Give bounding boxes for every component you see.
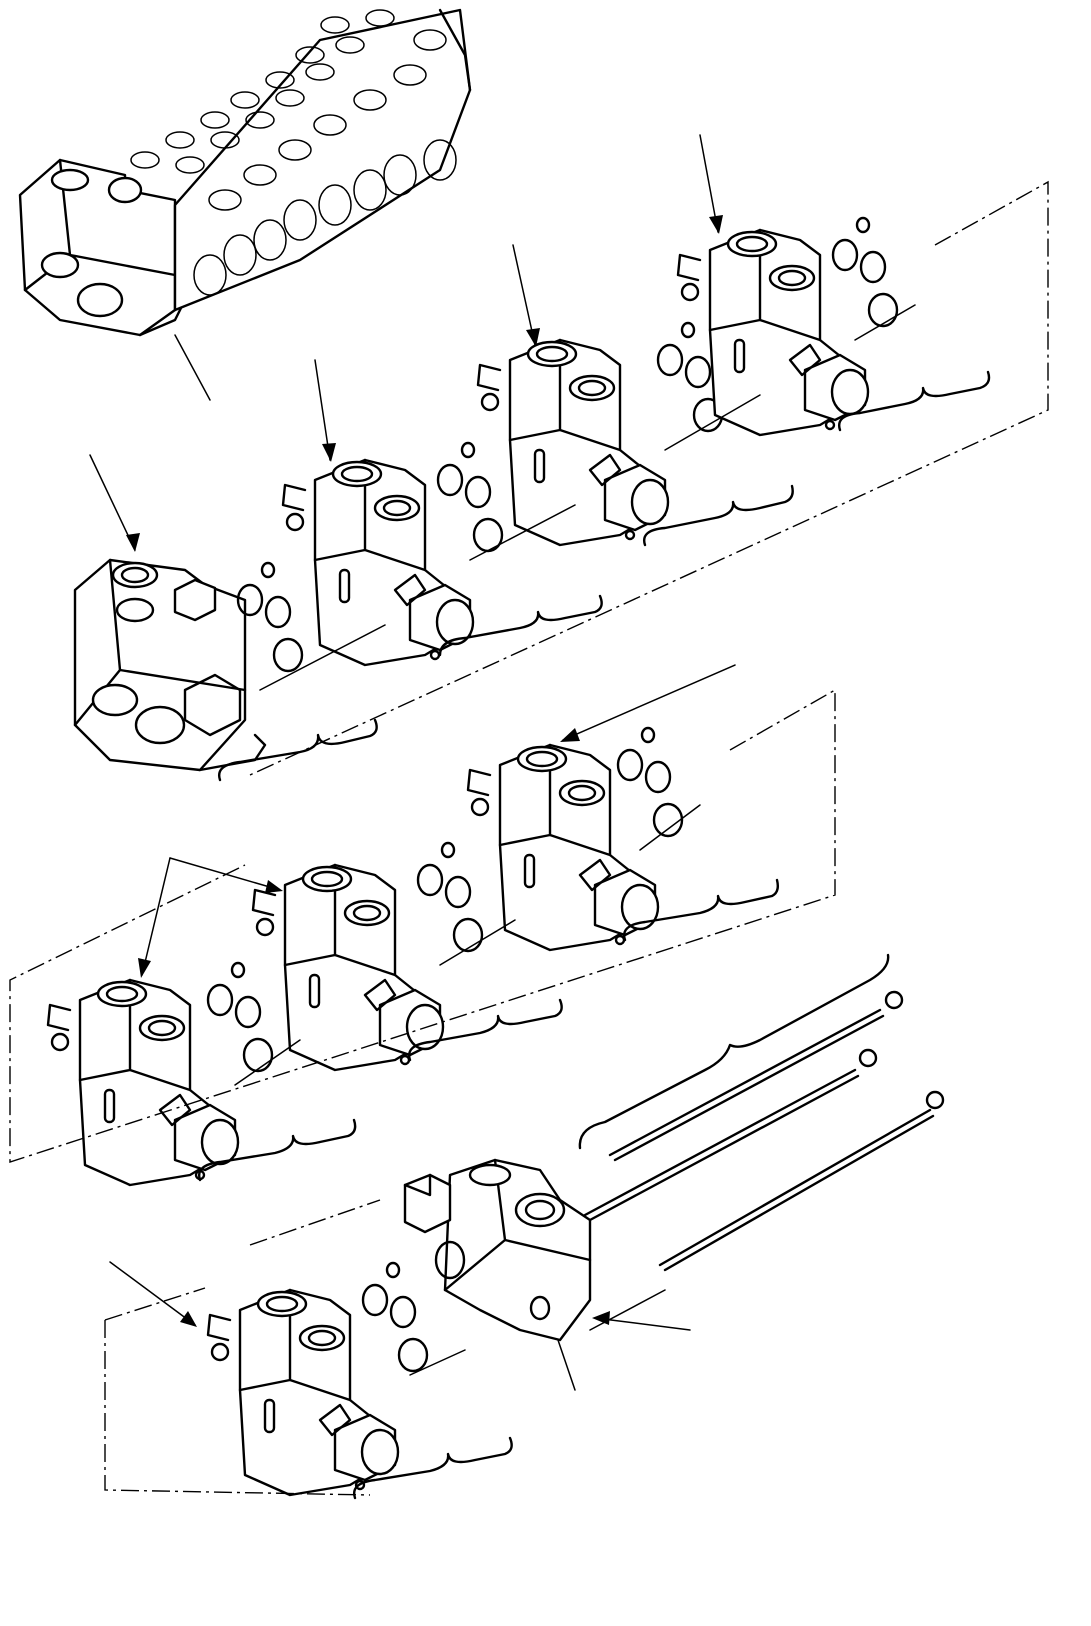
leader-arrows (89, 134, 736, 1391)
spool-section-7 (206, 1288, 400, 1497)
spool-section-3 (676, 228, 870, 437)
inlet-seals (236, 561, 304, 673)
assembly-center-lines (9, 180, 1049, 1496)
seals-5 (416, 841, 484, 953)
brackets (198, 370, 991, 1500)
outlet-section (403, 1158, 592, 1342)
spool-section-2 (476, 338, 670, 547)
seals-1 (436, 441, 504, 553)
spool-section-5 (251, 863, 445, 1072)
spool-section-4 (466, 743, 660, 952)
seals-3 (831, 216, 899, 328)
seals-4 (616, 726, 684, 838)
spool-section-1 (281, 458, 475, 667)
tie-rods (583, 990, 945, 1272)
spool-section-6 (46, 978, 240, 1187)
inlet-section (73, 558, 267, 772)
seals-7 (361, 1261, 429, 1373)
assembled-valve-illustration (18, 8, 472, 337)
seals-6 (206, 961, 274, 1073)
